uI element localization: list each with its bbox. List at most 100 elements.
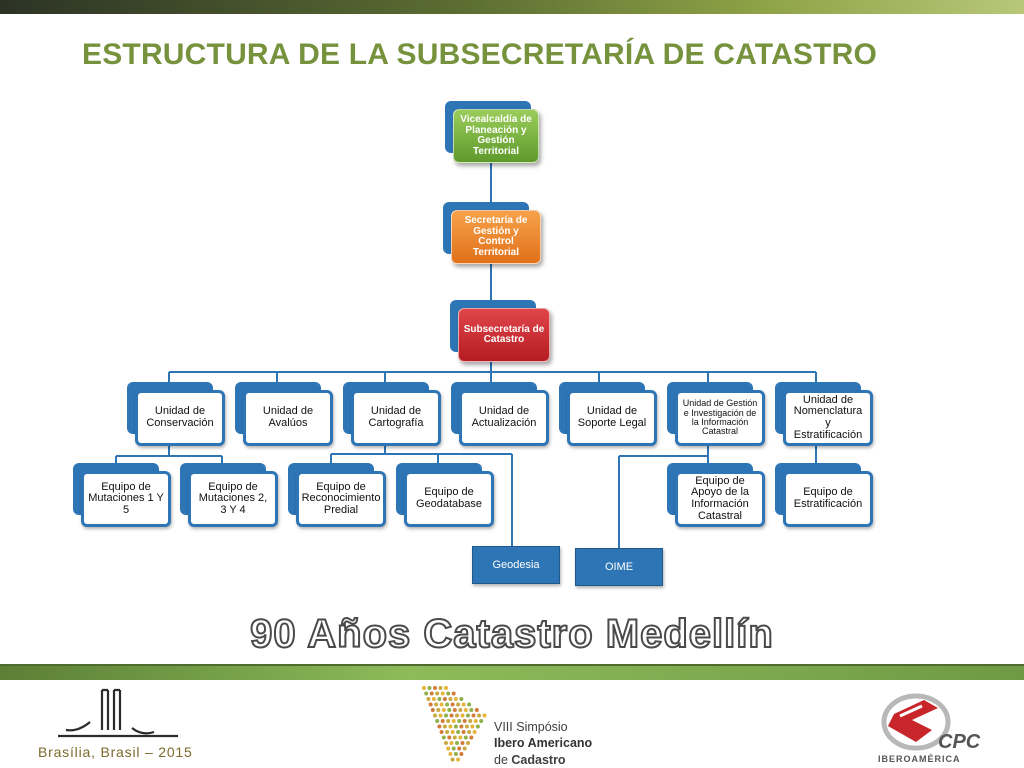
unit-gestion-investigacion: Unidad de Gestión e Investigación de la … (667, 382, 767, 448)
node-vicealcaldia-label: Vicealcaldía de Planeación y Gestión Ter… (453, 109, 539, 163)
map-dot (449, 741, 454, 745)
map-dot (466, 713, 470, 718)
unit-soporte-legal: Unidad de Soporte Legal (559, 382, 659, 448)
map-dot (463, 708, 468, 712)
map-dot (462, 719, 467, 723)
cpc-logo: CPC IBEROAMÉRICA (878, 693, 981, 764)
top-decorative-bar (0, 0, 1024, 14)
symposium-text: VIII Simpósio Ibero Americano de Cadastr… (494, 719, 592, 768)
map-dot (461, 702, 466, 707)
map-dot (447, 708, 452, 712)
team-geodatabase-label: Equipo de Geodatabase (404, 471, 494, 527)
unit-nomenclatura-label: Unidad de Nomenclatura y Estratificación (783, 390, 873, 446)
map-dot (456, 730, 461, 734)
map-dot (422, 686, 426, 690)
map-dot (461, 730, 466, 734)
map-dot (451, 691, 456, 696)
anniversary-banner: 90 Años Catastro Medellín (249, 611, 774, 657)
team-mutaciones-1-5: Equipo de Mutaciones 1 Y 5 (73, 463, 173, 529)
map-dot (444, 686, 448, 690)
map-dot (460, 713, 465, 718)
unit-conservacion: Unidad de Conservación (127, 382, 227, 448)
team-reconocimiento-predial-label: Equipo de Reconocimiento Predial (296, 471, 386, 527)
team-mutaciones-2-3-4: Equipo de Mutaciones 2, 3 Y 4 (180, 463, 280, 529)
map-dot (459, 752, 464, 756)
map-dot (459, 724, 464, 729)
unit-avaluos: Unidad de Avalúos (235, 382, 335, 448)
team-geodatabase: Equipo de Geodatabase (396, 463, 496, 529)
map-dot (470, 724, 475, 729)
node-geodesia: Geodesia (472, 546, 560, 584)
map-dot (446, 691, 451, 696)
map-dot (472, 730, 477, 734)
map-dot (474, 708, 479, 712)
map-dot (433, 686, 437, 690)
map-dot (439, 702, 444, 707)
map-dot (437, 697, 442, 701)
unit-cartografia-label: Unidad de Cartografía (351, 390, 441, 446)
map-dot (442, 697, 447, 701)
symposium-line-3-bold: Cadastro (511, 752, 566, 767)
map-dot (453, 752, 458, 756)
map-dot (482, 713, 487, 718)
map-dot (427, 686, 432, 690)
node-subsecretaria-label: Subsecretaría de Catastro (458, 308, 550, 362)
map-dot (448, 752, 453, 756)
unit-actualizacion: Unidad de Actualización (451, 382, 551, 448)
unit-avaluos-label: Unidad de Avalúos (243, 390, 333, 446)
team-apoyo-informacion: Equipo de Apoyo de la Información Catast… (667, 463, 767, 529)
map-dot (446, 719, 451, 723)
map-dot (451, 746, 456, 751)
map-dot (441, 708, 446, 712)
map-dot (463, 735, 468, 740)
map-dot (437, 724, 442, 729)
map-dot (466, 741, 470, 745)
map-dot (436, 708, 441, 712)
map-dot (429, 691, 434, 696)
map-dot (469, 708, 474, 712)
map-dot (444, 741, 448, 745)
map-dot (434, 702, 439, 707)
cpc-logo-text: CPC (938, 731, 981, 753)
map-dot (445, 702, 450, 707)
map-dot (444, 713, 448, 718)
map-dot (433, 713, 437, 718)
map-dot (471, 713, 476, 718)
map-dot (479, 719, 484, 723)
node-secretaria-label: Secretaría de Gestión y Control Territor… (451, 210, 541, 264)
node-secretaria: Secretaría de Gestión y Control Territor… (443, 202, 543, 266)
map-dot (438, 686, 443, 690)
map-dot (456, 702, 461, 707)
iberoamerica-map-icon (422, 686, 487, 762)
map-dot (439, 730, 444, 734)
map-dot (440, 719, 445, 723)
map-dot (445, 730, 450, 734)
map-dot (450, 757, 455, 762)
bottom-decorative-bar (0, 664, 1024, 680)
team-reconocimiento-predial: Equipo de Reconocimiento Predial (288, 463, 388, 529)
team-mutaciones-2-3-4-label: Equipo de Mutaciones 2, 3 Y 4 (188, 471, 278, 527)
map-dot (453, 697, 458, 701)
map-dot (431, 697, 436, 701)
node-oime: OIME (575, 548, 663, 586)
unit-conservacion-label: Unidad de Conservación (135, 390, 225, 446)
map-dot (428, 702, 433, 707)
map-dot (448, 724, 453, 729)
map-dot (430, 708, 435, 712)
slide-title: ESTRUCTURA DE LA SUBSECRETARÍA DE CATAST… (82, 38, 878, 71)
map-dot (458, 735, 463, 740)
team-apoyo-informacion-label: Equipo de Apoyo de la Información Catast… (675, 471, 765, 527)
footer-city: Brasília, Brasil – 2015 (38, 744, 193, 760)
unit-nomenclatura: Unidad de Nomenclatura y Estratificación (775, 382, 875, 448)
map-dot (452, 735, 457, 740)
map-dot (435, 719, 440, 723)
symposium-line-1: VIII Simpósio (494, 720, 568, 734)
map-dot (455, 713, 459, 718)
symposium-line-3: de Cadastro (494, 752, 592, 768)
map-dot (468, 719, 473, 723)
team-mutaciones-1-5-label: Equipo de Mutaciones 1 Y 5 (81, 471, 171, 527)
map-dot (442, 724, 447, 729)
team-estratificacion: Equipo de Estratificación (775, 463, 875, 529)
map-dot (475, 724, 480, 729)
map-dot (450, 702, 455, 707)
